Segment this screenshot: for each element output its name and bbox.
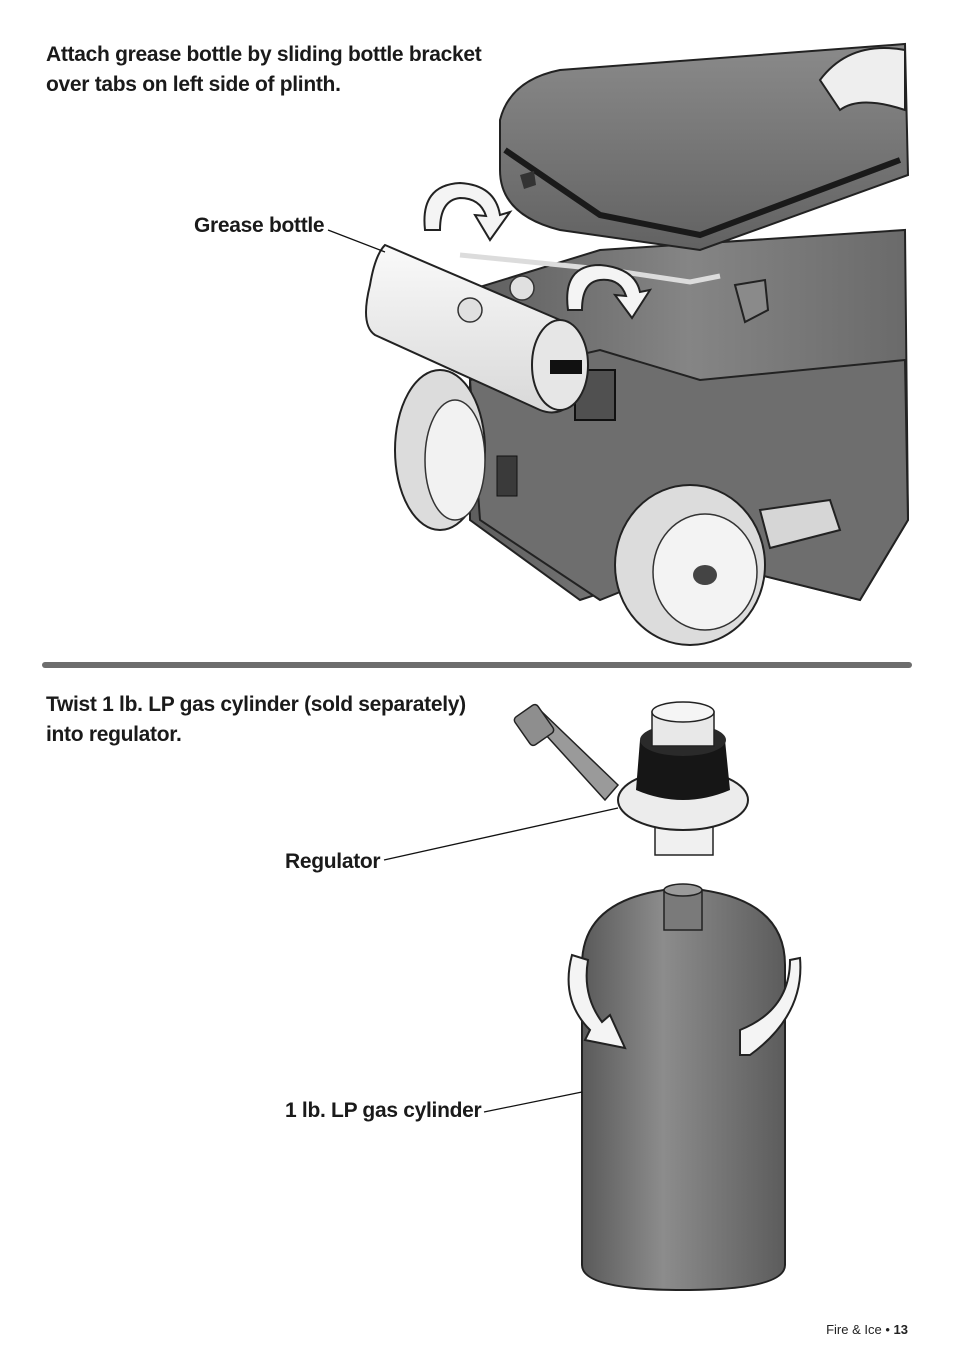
callout-regulator: Regulator [285, 850, 381, 873]
rotate-arrow-icon [423, 181, 653, 320]
callout-gas-cylinder: 1 lb. LP gas cylinder [285, 1099, 482, 1122]
callout-line [383, 807, 619, 861]
footer-brand: Fire & Ice [826, 1322, 882, 1337]
callout-grease-bottle: Grease bottle [194, 214, 325, 237]
footer-separator: • [885, 1322, 890, 1337]
page-number: 13 [893, 1322, 908, 1337]
callout-line [327, 229, 386, 253]
grease-bottle-shape [365, 243, 589, 414]
callout-line [483, 1091, 583, 1113]
grill-illustration [394, 42, 910, 646]
twist-arrow-icon [567, 953, 802, 1056]
instruction-gas-cylinder: Twist 1 lb. LP gas cylinder (sold separa… [46, 693, 466, 746]
section-divider [42, 662, 912, 668]
instruction-grease-bottle: Attach grease bottle by sliding bottle b… [46, 43, 482, 96]
gas-cylinder-illustration [581, 883, 786, 1292]
page-footer: Fire & Ice • 13 [826, 1322, 908, 1337]
regulator-illustration [513, 701, 749, 856]
